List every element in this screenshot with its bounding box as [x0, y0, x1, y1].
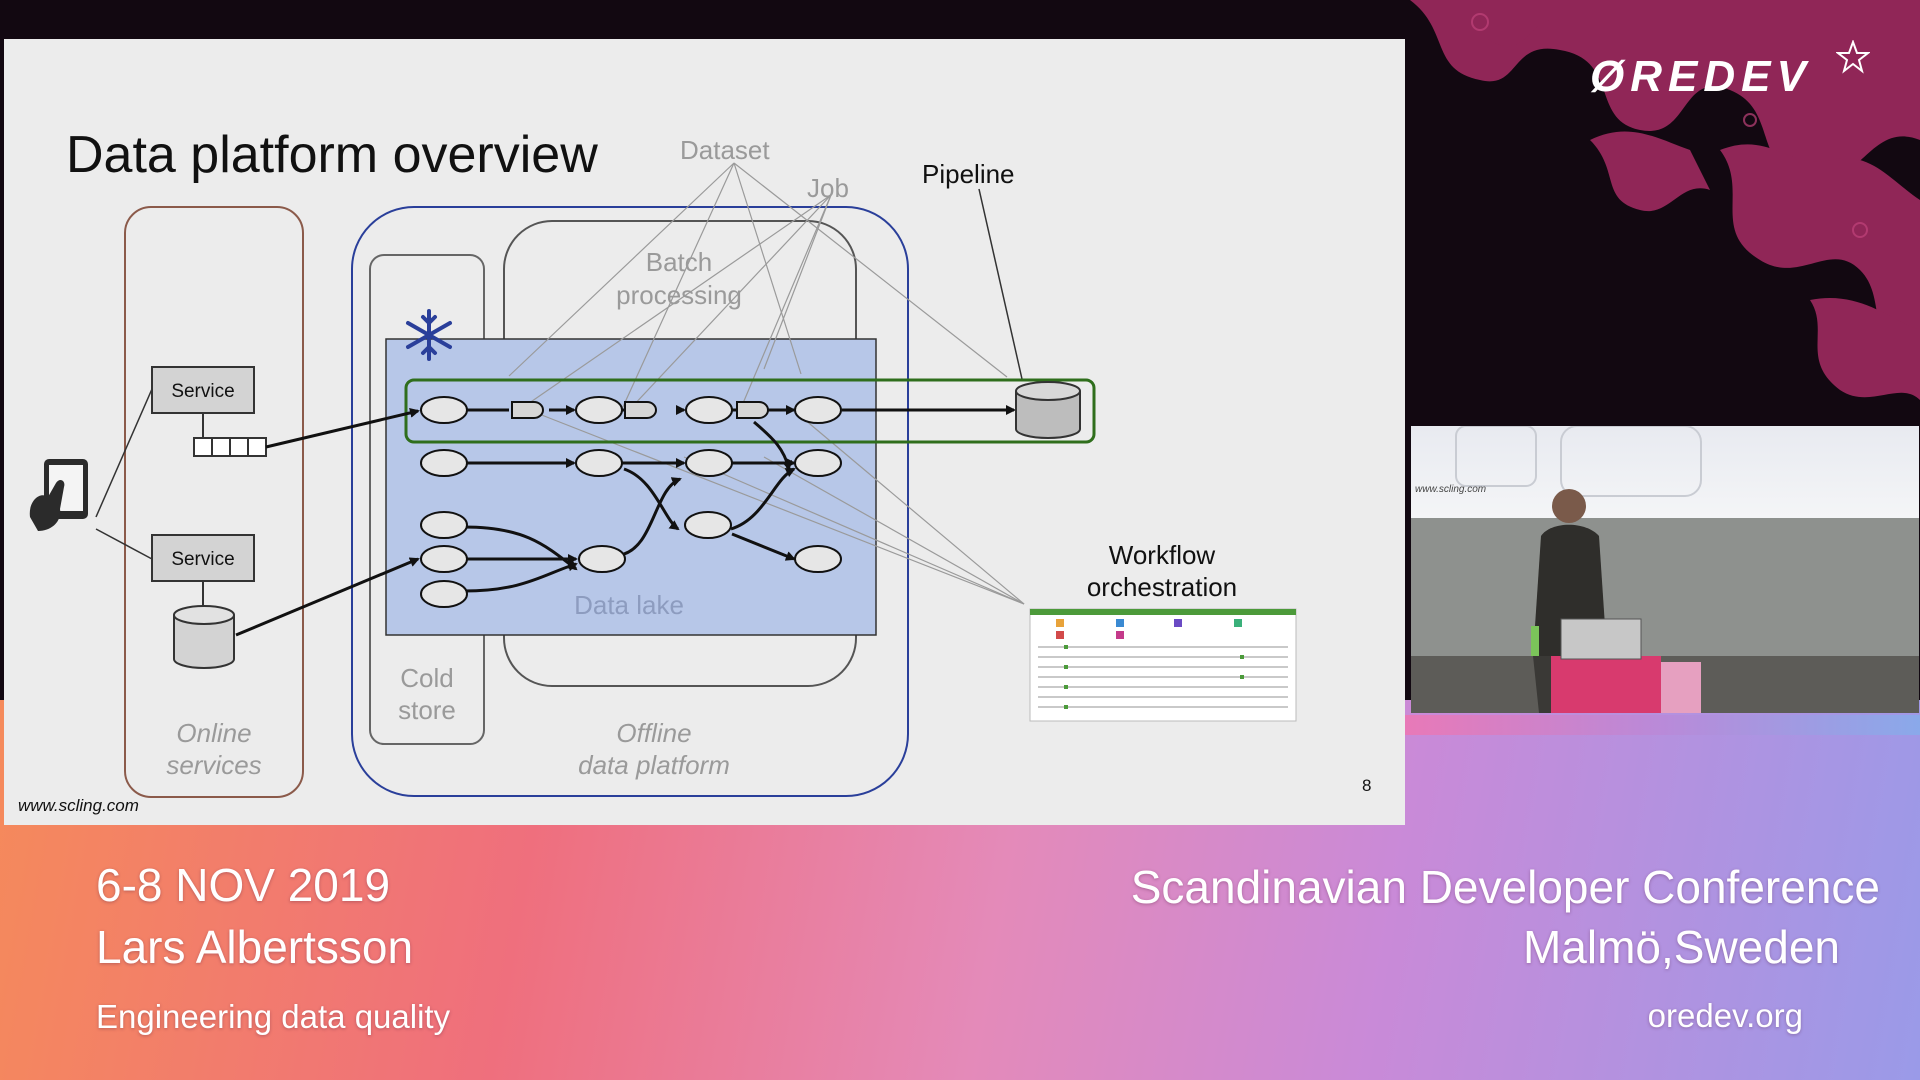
workflow-ui-thumbnail	[1029, 608, 1297, 722]
snowflake-icon	[406, 309, 452, 361]
message-queue	[193, 437, 267, 457]
label-offline-line2: data platform	[578, 750, 730, 780]
job-nodes	[511, 401, 769, 419]
conference-website: oredev.org	[1647, 997, 1803, 1034]
camera-screen-url: www.scling.com	[1415, 484, 1487, 495]
presentation-slide: Data platform overview	[4, 39, 1405, 825]
star-icon	[1836, 40, 1870, 74]
online-services-box	[124, 206, 304, 798]
label-online-line1: Online	[176, 718, 251, 748]
background-bottom-accent	[1405, 715, 1920, 735]
label-data-lake: Data lake	[574, 590, 684, 620]
camera-scene	[1411, 426, 1919, 713]
label-batch-line1: Batch	[646, 247, 713, 277]
service-database	[173, 605, 235, 669]
architecture-diagram: Dataset Job Pipeline Batch processing Se…	[29, 135, 1297, 798]
service-box-bottom	[151, 534, 255, 582]
oredev-logo: ØREDEV	[1590, 52, 1812, 101]
pipeline-pointer	[978, 188, 1023, 380]
conference-name: Scandinavian Developer Conference	[1130, 861, 1880, 913]
label-workflow-line1: Workflow	[1109, 540, 1216, 570]
label-pointer-lines	[508, 162, 1025, 605]
label-workflow-line2: orchestration	[1087, 572, 1237, 602]
event-date: 6-8 NOV 2019	[96, 859, 391, 911]
speaker-camera-feed: www.scling.com	[1411, 426, 1919, 713]
offline-platform-box	[351, 206, 909, 797]
label-cold-line2: store	[398, 695, 456, 725]
decorative-blobs	[1410, 0, 1920, 400]
label-cold-line1: Cold	[400, 663, 453, 693]
label-dataset: Dataset	[680, 135, 770, 165]
dataset-nodes	[420, 396, 842, 608]
talk-title: Engineering data quality	[96, 998, 451, 1035]
label-online-line2: services	[166, 750, 261, 780]
dataflow-edges	[463, 405, 1016, 593]
label-batch-line2: processing	[616, 280, 742, 310]
speaker-name: Lars Albertsson	[96, 921, 414, 973]
label-offline-line1: Offline	[616, 718, 691, 748]
slide-url: www.scling.com	[18, 796, 139, 815]
label-pipeline: Pipeline	[922, 159, 1015, 189]
pipeline-database	[1015, 381, 1081, 439]
slide-page-number: 8	[1362, 776, 1372, 795]
mobile-device-icon	[29, 459, 88, 531]
label-service-bottom: Service	[171, 549, 234, 570]
label-job: Job	[807, 173, 849, 203]
slide-title: Data platform overview	[66, 126, 598, 184]
conference-city: Malmö,Sweden	[1522, 921, 1840, 973]
pipeline-box	[404, 378, 1096, 444]
camera-projection-screen	[1411, 426, 1919, 518]
label-service-top: Service	[171, 381, 234, 402]
